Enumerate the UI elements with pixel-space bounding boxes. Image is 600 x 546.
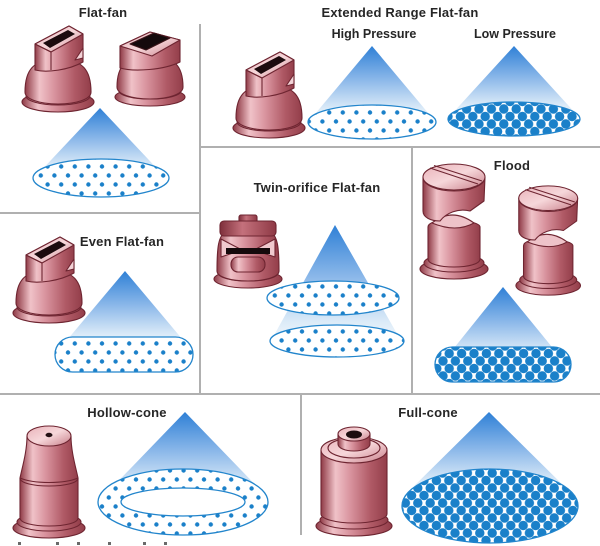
panel-title-twin-orifice: Twin-orifice Flat-fan (253, 180, 381, 195)
flat-fan-nozzle-icon (21, 25, 95, 113)
flat-fan-nozzle-top-icon (114, 31, 186, 107)
divider-horizontal-left-column (0, 212, 200, 214)
divider-vertical-bottom-row (300, 395, 302, 535)
twin-orifice-panel-graphic (213, 214, 405, 358)
twin-orifice-nozzle-icon (213, 214, 283, 289)
twin-orifice-spray-icon (266, 225, 405, 358)
extended-range-nozzle-icon (232, 51, 306, 139)
high-pressure-spray-icon (307, 46, 437, 140)
flood-panel-graphic (419, 163, 582, 383)
panel-title-flood: Flood (493, 158, 531, 173)
hollow-cone-panel-graphic (12, 412, 269, 539)
panel-title-hollow-cone: Hollow-cone (87, 405, 167, 420)
divider-horizontal-extended-range (200, 146, 600, 148)
even-flat-fan-panel-graphic (12, 236, 194, 373)
low-pressure-spray-icon (447, 46, 581, 137)
divider-vertical-twin-flood (411, 146, 413, 394)
full-cone-spray-icon (401, 412, 579, 544)
divider-horizontal-bottom-row (0, 393, 600, 395)
panel-title-full-cone: Full-cone (398, 405, 458, 420)
label-high-pressure: High Pressure (331, 27, 417, 41)
hollow-cone-spray-icon (97, 412, 269, 536)
extended-range-panel-graphic (232, 46, 581, 140)
even-flat-fan-spray-icon (54, 271, 194, 373)
even-flat-fan-nozzle-icon (12, 236, 86, 324)
flood-nozzle-right-icon (515, 185, 582, 296)
flood-nozzle-left-icon (419, 163, 489, 280)
flat-fan-panel-graphic (21, 25, 186, 198)
flat-fan-spray-icon (32, 108, 170, 198)
flood-spray-icon (434, 287, 572, 383)
full-cone-nozzle-icon (315, 426, 393, 537)
divider-vertical-left-column (199, 24, 201, 394)
full-cone-panel-graphic (315, 412, 579, 544)
panel-title-even-flat-fan: Even Flat-fan (79, 234, 165, 249)
panel-title-flat-fan: Flat-fan (78, 5, 128, 20)
hollow-cone-nozzle-icon (12, 425, 86, 539)
label-low-pressure: Low Pressure (474, 27, 556, 41)
panel-title-extended-range: Extended Range Flat-fan (321, 5, 479, 20)
